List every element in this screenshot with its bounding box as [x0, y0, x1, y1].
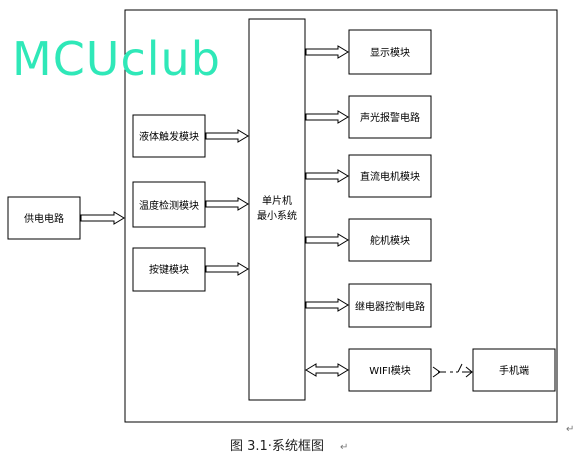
temp-detect-block: 温度检测模块	[132, 181, 206, 228]
liquid-trigger-block: 液体触发模块	[132, 114, 206, 158]
phone-label: 手机端	[499, 364, 529, 377]
wireless-link	[432, 363, 473, 378]
arrow-relay	[305, 298, 349, 312]
wifi-block: WIFI模块	[348, 348, 432, 392]
arrow-dc-motor	[305, 169, 349, 183]
dc-motor-label: 直流电机模块	[360, 170, 420, 183]
alarm-block: 声光报警电路	[348, 95, 432, 139]
watermark-logo: MCUclub	[12, 32, 221, 86]
relay-block: 继电器控制电路	[348, 283, 432, 328]
wifi-label: WIFI模块	[369, 365, 411, 377]
dc-motor-block: 直流电机模块	[348, 154, 432, 198]
display-label: 显示模块	[370, 47, 410, 59]
caption-return-mark: ↵	[340, 442, 348, 453]
power-supply-block: 供电电路	[7, 196, 81, 240]
corner-return-mark: ↵	[566, 424, 574, 435]
relay-label: 继电器控制电路	[355, 300, 425, 313]
servo-label: 舵机模块	[370, 234, 410, 247]
mcu-label-line2: 最小系统	[257, 209, 297, 222]
keys-label: 按键模块	[149, 263, 189, 276]
temp-detect-label: 温度检测模块	[139, 199, 199, 212]
arrow-display	[305, 45, 349, 59]
arrow-wifi-bidirectional	[305, 363, 349, 377]
phone-block: 手机端	[472, 348, 556, 392]
arrow-keys	[205, 262, 249, 276]
servo-block: 舵机模块	[348, 218, 432, 262]
arrow-alarm	[305, 110, 349, 124]
arrow-liquid	[205, 129, 249, 143]
alarm-label: 声光报警电路	[360, 111, 420, 124]
system-frame	[124, 9, 558, 423]
liquid-trigger-label: 液体触发模块	[139, 130, 199, 143]
keys-block: 按键模块	[132, 247, 206, 292]
arrow-power	[80, 211, 125, 225]
arrow-temp	[205, 197, 249, 211]
arrow-servo	[305, 233, 349, 247]
mcu-label-line1: 单片机	[262, 194, 292, 207]
mcu-block: 单片机 最小系统	[248, 18, 306, 401]
display-block: 显示模块	[348, 29, 432, 75]
figure-caption: 图 3.1·系统框图	[230, 439, 324, 454]
power-supply-label: 供电电路	[24, 212, 64, 225]
